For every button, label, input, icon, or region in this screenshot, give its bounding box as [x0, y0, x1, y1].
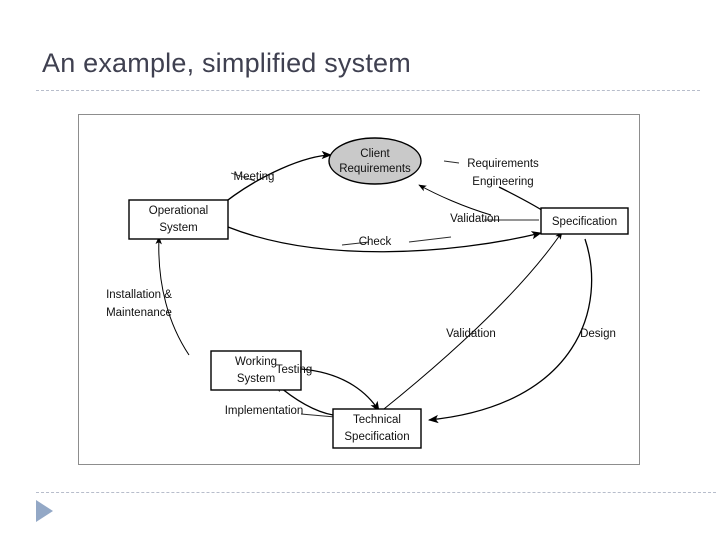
client-requirements-label-line2: Requirements	[339, 163, 411, 175]
working-system-box	[210, 350, 302, 391]
edge-technical-specification-validation-to-specification	[378, 231, 563, 414]
technical-specification-box	[332, 408, 422, 449]
operational-system-label-line1: Operational	[149, 205, 208, 217]
node-specification[interactable]: Specification	[540, 207, 629, 235]
edge-label-validation-upper: Validation	[450, 213, 500, 225]
working-system-label-line1: Working	[235, 356, 277, 368]
node-client-requirements[interactable]: Client Requirements	[328, 137, 422, 185]
node-technical-specification[interactable]: Technical Specification	[332, 408, 422, 449]
edge-specification-validation-to-client-requirements	[418, 184, 492, 216]
edge-label-requirements-engineering-line2: Engineering	[472, 176, 533, 188]
edge-working-system-testing-to-technical-specification	[300, 368, 380, 412]
footer-divider	[36, 492, 716, 493]
edge-label-design: Design	[580, 328, 616, 340]
node-working-system[interactable]: Working System	[210, 350, 302, 391]
edge-label-installation-maintenance-line2: Maintenance	[106, 307, 172, 319]
edge-working-system-installation-to-operational-system	[155, 236, 190, 356]
leader-meeting	[230, 172, 256, 182]
edge-label-implementation: Implementation	[225, 405, 304, 417]
page-title: An example, simplified system	[42, 48, 411, 78]
system-lifecycle-diagram: Client Requirements --> Specification --…	[106, 137, 629, 449]
node-operational-system[interactable]: Operational System	[128, 199, 229, 240]
client-requirements-ellipse	[328, 137, 422, 185]
technical-specification-label-line2: Specification	[344, 431, 409, 443]
edge-label-check: Check	[359, 236, 392, 248]
play-triangle-icon[interactable]	[36, 500, 53, 522]
technical-specification-label-line1: Technical	[353, 414, 401, 426]
title-divider	[36, 90, 700, 91]
edge-label-validation-lower: Validation	[446, 328, 496, 340]
edge-label-installation-maintenance-line1: Installation &	[106, 289, 172, 301]
edge-operational-to-client-requirements	[213, 150, 333, 212]
specification-box	[540, 207, 629, 235]
leader-check-left	[341, 241, 370, 246]
operational-system-box	[128, 199, 229, 240]
edge-operational-check-to-specification	[227, 226, 543, 253]
edge-label-requirements-engineering-line1: Requirements	[467, 158, 539, 170]
specification-label: Specification	[552, 216, 617, 228]
edge-label-meeting: Meeting	[234, 171, 275, 183]
client-requirements-label-line1: Client	[360, 148, 390, 160]
edge-specification-design-to-technical-specification	[427, 238, 593, 424]
leader-implementation	[300, 413, 336, 418]
operational-system-label-line2: System	[159, 222, 197, 234]
diagram-frame: Client Requirements --> Specification --…	[78, 114, 640, 465]
working-system-label-line2: System	[237, 373, 275, 385]
leader-requirements-engineering	[443, 160, 460, 164]
edge-label-testing: Testing	[276, 364, 312, 376]
leader-check-right	[408, 236, 452, 243]
